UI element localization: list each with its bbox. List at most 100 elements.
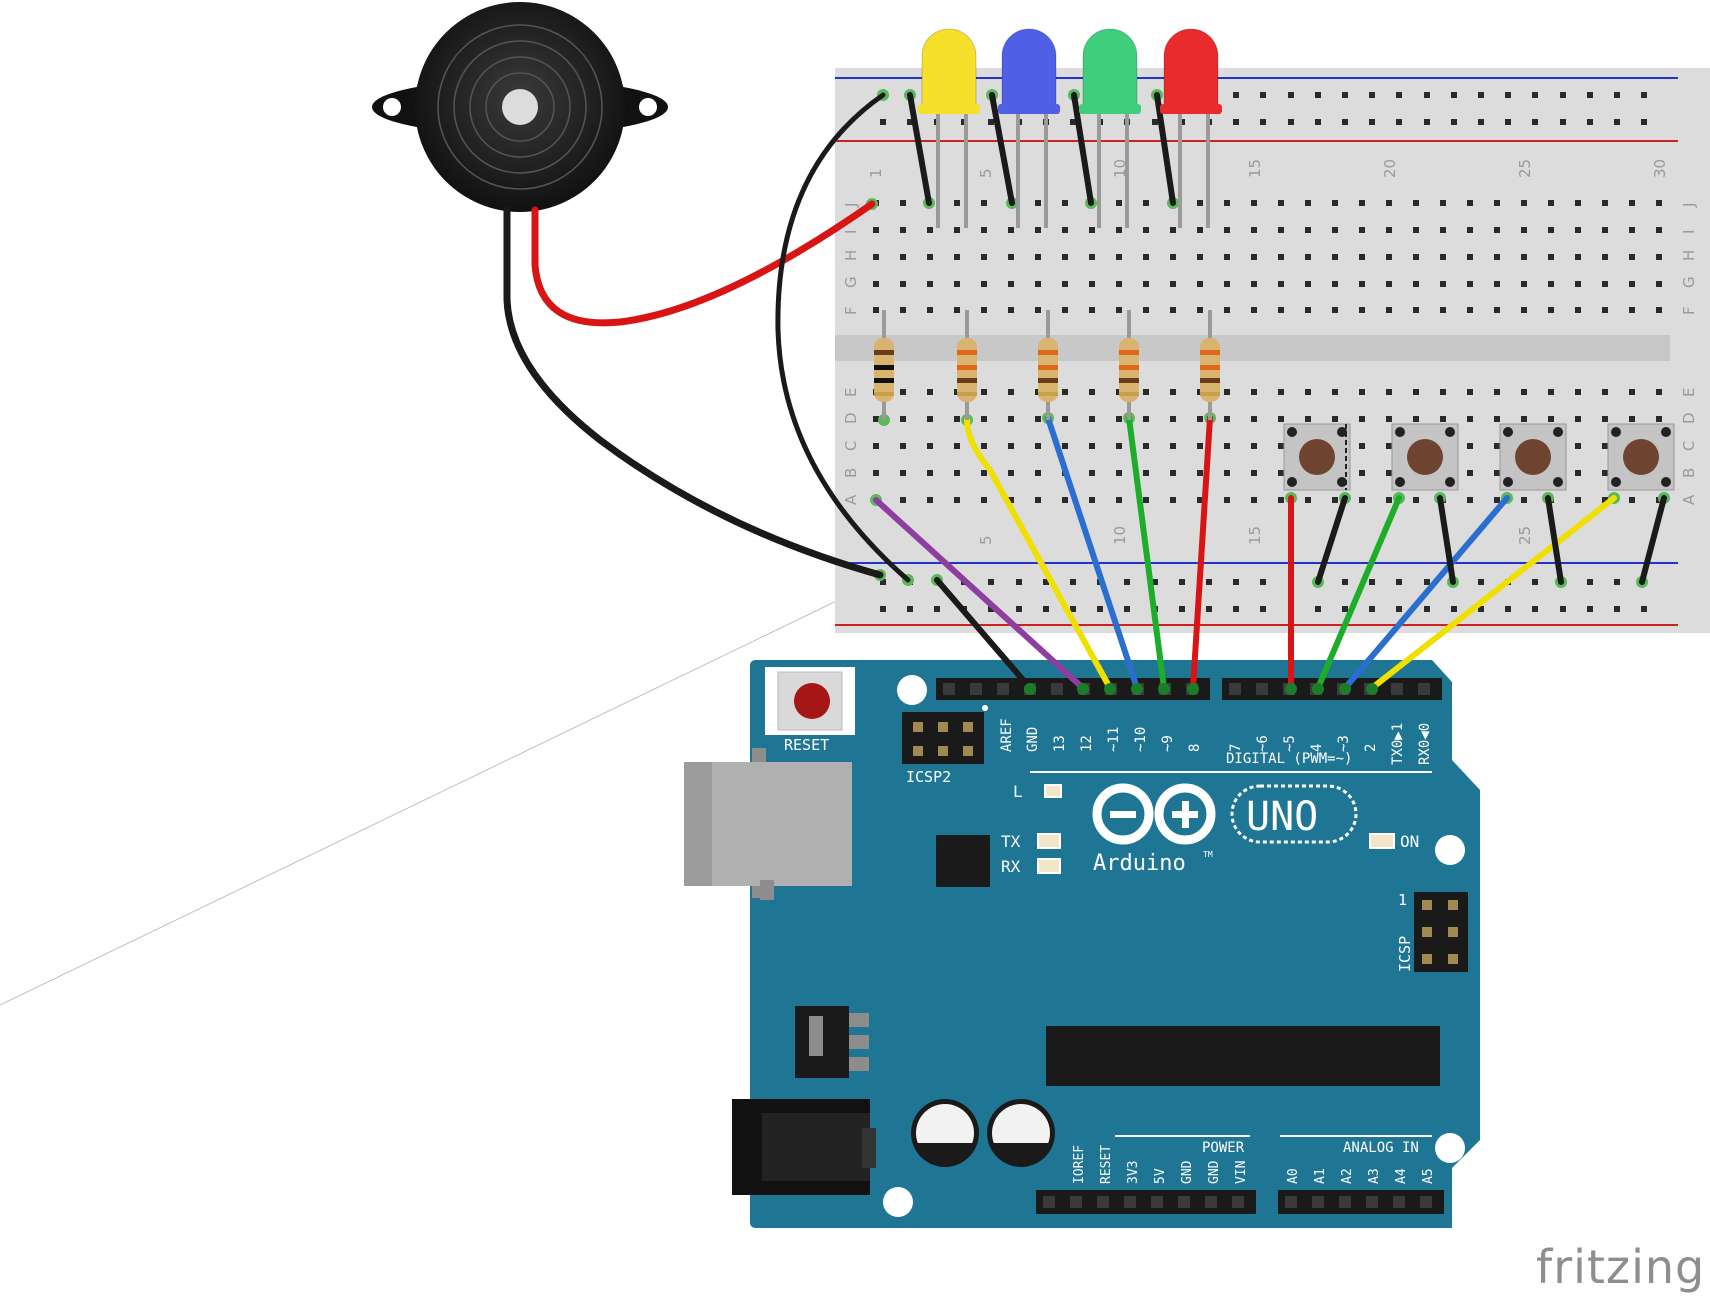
breadboard-hole — [1197, 497, 1203, 503]
breadboard-hole — [1089, 281, 1095, 287]
row-label-h-left: H — [842, 250, 860, 261]
push-button-1[interactable] — [1283, 423, 1351, 491]
breadboard-hole — [1116, 497, 1122, 503]
button4-ground-jumper — [1639, 495, 1667, 585]
rail-hole — [1206, 606, 1212, 612]
breadboard-hole — [1386, 416, 1392, 422]
rail-hole — [1396, 119, 1402, 125]
breadboard-hole — [873, 281, 879, 287]
rail-hole — [1260, 606, 1266, 612]
rail-hole — [1532, 92, 1538, 98]
row-label-d-left: D — [842, 412, 860, 424]
rail-hole — [934, 606, 940, 612]
reset-button[interactable] — [765, 667, 855, 735]
breadboard-hole — [1386, 443, 1392, 449]
breadboard-hole — [1602, 307, 1608, 313]
push-button-3[interactable] — [1499, 423, 1567, 491]
power-pin-gnd-2: GND — [1207, 1160, 1222, 1184]
col-label-bottom-5: 5 — [977, 535, 995, 545]
breadboard-hole — [1413, 497, 1419, 503]
icsp2-label: ICSP2 — [906, 768, 951, 786]
rail-hole — [1424, 119, 1430, 125]
breadboard-hole — [1143, 497, 1149, 503]
header-pin — [1391, 683, 1403, 695]
piezo-mount-hole-right — [639, 98, 657, 116]
breadboard-hole — [1278, 497, 1284, 503]
header-body — [1278, 1190, 1444, 1214]
push-button-2[interactable] — [1391, 423, 1459, 491]
breadboard-hole — [900, 227, 906, 233]
analog-label: ANALOG IN — [1343, 1140, 1419, 1156]
gnd-wire — [934, 577, 1033, 691]
led-tx-label: TX — [1001, 832, 1021, 851]
breadboard-hole — [1359, 497, 1365, 503]
yellow-wire-d11 — [964, 417, 1113, 691]
push-button-4[interactable] — [1607, 423, 1675, 491]
breadboard-hole — [1035, 200, 1041, 206]
breadboard-hole — [1035, 254, 1041, 260]
breadboard-hole — [900, 307, 906, 313]
rail-hole — [1070, 119, 1076, 125]
row-label-j-right: J — [1680, 203, 1698, 208]
header-pin — [1366, 1196, 1378, 1208]
breadboard-hole — [1332, 497, 1338, 503]
rail-hole — [1315, 119, 1321, 125]
stray-line — [0, 579, 881, 1006]
arduino-logo-icon — [1092, 783, 1216, 845]
rail-hole — [1451, 119, 1457, 125]
breadboard-hole — [1062, 443, 1068, 449]
row-label-h-right: H — [1680, 250, 1698, 261]
breadboard-hole — [1116, 281, 1122, 287]
breadboard-hole — [1386, 200, 1392, 206]
breadboard-hole — [1521, 307, 1527, 313]
breadboard-hole — [1494, 416, 1500, 422]
button3-ground-jumper — [1545, 495, 1564, 585]
resistor-5 — [1200, 310, 1220, 420]
breadboard-hole — [1116, 227, 1122, 233]
header-pin — [1178, 1196, 1190, 1208]
breadboard-hole — [1467, 443, 1473, 449]
col-label-10: 10 — [1111, 159, 1129, 178]
breadboard-hole — [873, 416, 879, 422]
col-label-25: 25 — [1516, 159, 1534, 178]
breadboard-hole — [1008, 416, 1014, 422]
breadboard-hole — [1143, 281, 1149, 287]
breadboard-hole — [981, 281, 987, 287]
breadboard-hole — [1656, 416, 1662, 422]
resistor-3 — [1038, 310, 1058, 420]
breadboard-hole — [1035, 443, 1041, 449]
breadboard-hole — [1008, 281, 1014, 287]
piezo-center — [502, 89, 538, 125]
connected-pin — [1077, 683, 1089, 695]
led-yellow — [918, 28, 980, 228]
rail-hole — [1424, 92, 1430, 98]
power-pin-gnd-1: GND — [1180, 1160, 1195, 1184]
breadboard-column-labels-bottom: 5 10 15 25 — [977, 526, 1534, 545]
breadboard-hole — [1467, 389, 1473, 395]
pin-label-12: 12 — [1079, 735, 1095, 752]
push-buttons — [1283, 423, 1675, 491]
breadboard-hole — [1143, 254, 1149, 260]
breadboard-hole — [1116, 307, 1122, 313]
breadboard-hole — [1116, 200, 1122, 206]
breadboard-hole — [1305, 200, 1311, 206]
row-label-f-left: F — [842, 306, 860, 315]
header-pin — [1312, 1196, 1324, 1208]
rail-hole — [1124, 579, 1130, 585]
wires — [503, 92, 1667, 691]
breadboard-hole — [873, 227, 879, 233]
breadboard-hole — [1062, 389, 1068, 395]
icsp-pin1-label: 1 — [1398, 891, 1407, 909]
breadboard-hole — [1251, 200, 1257, 206]
pin-label-3: ~3 — [1336, 735, 1352, 752]
breadboard-hole — [927, 307, 933, 313]
rail-hole — [1315, 606, 1321, 612]
breadboard-hole — [1494, 470, 1500, 476]
icsp2-pin1-dot — [982, 705, 988, 711]
rail-hole — [988, 606, 994, 612]
header-pin — [1256, 683, 1268, 695]
digital-label: DIGITAL (PWM=~) — [1226, 751, 1352, 767]
breadboard-hole — [1656, 281, 1662, 287]
power-jack — [732, 1099, 876, 1195]
breadboard-hole — [954, 307, 960, 313]
